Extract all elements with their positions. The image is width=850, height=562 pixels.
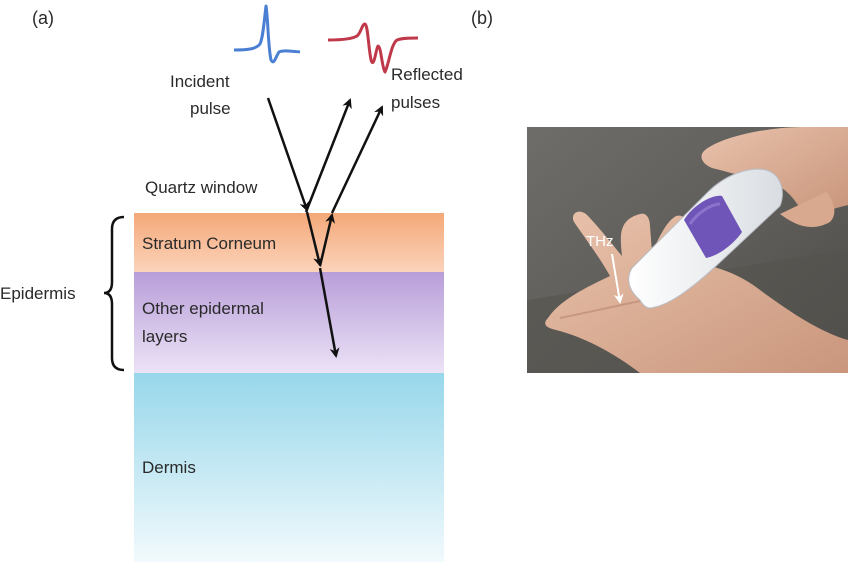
stratum-corneum-layer [134, 213, 444, 272]
reflected-ray-2a [318, 213, 336, 267]
reflected-ray-2b [330, 105, 384, 214]
photo-hand-probe [527, 127, 848, 373]
epidermis-bracket [103, 215, 125, 372]
epidermis-label: Epidermis [0, 284, 76, 303]
dermis-label: Dermis [142, 458, 196, 477]
epidermal-label-line1: Other epidermal [142, 299, 264, 318]
stratum-corneum-label: Stratum Corneum [142, 234, 276, 253]
thz-label: THz [586, 233, 614, 250]
refracted-ray-sc [305, 211, 323, 267]
reflected-label-line1: Reflected [391, 65, 463, 84]
transmitted-ray [318, 267, 340, 358]
quartz-window-label: Quartz window [145, 178, 258, 197]
epidermal-label-line2: layers [142, 327, 187, 346]
panel-b-label: (b) [471, 8, 493, 28]
thz-beam-arrow [611, 253, 624, 304]
incident-label-line1: Incident [170, 72, 230, 91]
reflected-ray-1 [304, 98, 352, 213]
incident-ray [266, 97, 310, 212]
incident-pulse-waveform [233, 4, 301, 64]
incident-label-line2: pulse [190, 99, 231, 118]
reflected-label-line2: pulses [391, 93, 440, 112]
dermis-layer [134, 373, 444, 562]
panel-a-label: (a) [32, 8, 54, 28]
reflected-pulse-waveform [327, 22, 419, 74]
epidermal-layer [134, 272, 444, 373]
